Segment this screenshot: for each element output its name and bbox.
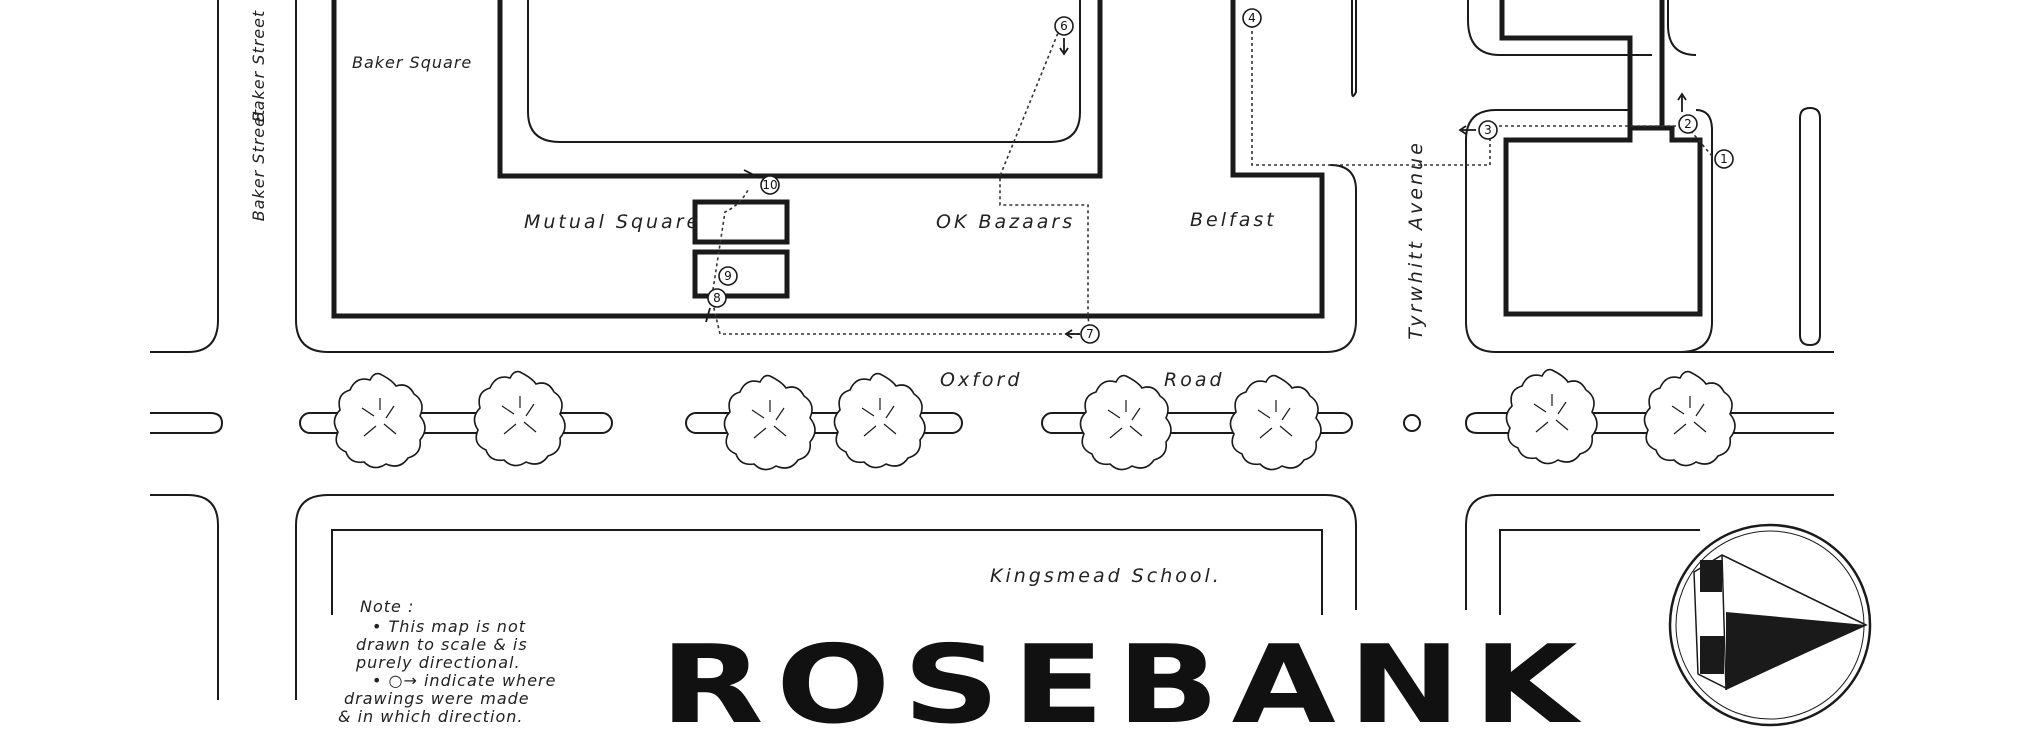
building-main-block	[331, 0, 1325, 319]
tree-canopy-icon	[1643, 370, 1736, 467]
viewpoint-marker-2	[1678, 114, 1698, 134]
tree-canopy-icon	[1229, 374, 1322, 471]
marker-label-3: 3	[1484, 123, 1492, 137]
label-tyrwhitt-avenue: Tyrwhitt Avenue	[1405, 140, 1427, 340]
building-east-lower	[1503, 125, 1703, 317]
oxford-road-trees	[333, 368, 1736, 471]
marker-label-8: 8	[713, 291, 721, 305]
building-mutual-square-1	[692, 199, 790, 245]
note-line-4: • ○→ indicate where	[372, 671, 556, 690]
viewpoint-marker-1	[1714, 149, 1734, 169]
tree-canopy-icon	[1079, 374, 1172, 471]
viewpoint-marker-10	[760, 175, 780, 195]
north-arrow-compass-icon	[1668, 523, 1872, 727]
viewpoint-marker-7	[1080, 324, 1100, 344]
tree-canopy-icon	[833, 372, 926, 469]
map-note: Note : • This map is not drawn to scale …	[338, 597, 556, 726]
tree-canopy-icon	[333, 372, 426, 469]
marker-label-2: 2	[1684, 117, 1692, 131]
tree-canopy-icon	[723, 374, 816, 471]
note-line-2: drawn to scale & is	[356, 635, 528, 654]
tree-canopy-icon	[1505, 368, 1598, 465]
viewpoint-marker-3	[1478, 120, 1498, 140]
label-oxford: Oxford	[940, 369, 1022, 391]
label-baker-street: Baker Street	[249, 10, 268, 123]
courtyard-outline	[527, 0, 1081, 143]
note-line-1: • This map is not	[372, 617, 526, 636]
viewpoint-marker-numbers: 1 2 3 4 6 7 8 9 10	[713, 11, 1728, 341]
viewpoint-marker-9	[718, 266, 738, 286]
label-road: Road	[1164, 369, 1225, 391]
building-mutual-square-2	[692, 249, 790, 299]
note-line-3: purely directional.	[355, 653, 521, 672]
direction-arrows	[705, 38, 1687, 339]
viewpoint-marker-4	[1242, 8, 1262, 28]
oxford-road-medians	[150, 412, 1834, 434]
label-kingsmead-school: Kingsmead School.	[990, 565, 1222, 587]
buildings	[331, 0, 1703, 319]
note-line-5: drawings were made	[344, 689, 530, 708]
label-baker-street-lower: Baker Street	[249, 109, 268, 222]
tree-canopy-icon	[473, 370, 566, 467]
note-line-6: & in which direction.	[338, 707, 523, 726]
marker-label-6: 6	[1060, 19, 1068, 33]
walking-route	[711, 18, 1713, 335]
marker-label-7: 7	[1086, 327, 1094, 341]
marker-label-1: 1	[1720, 152, 1728, 166]
viewpoint-marker-6	[1054, 16, 1074, 36]
label-ok-bazaars: OK Bazaars	[936, 211, 1075, 233]
label-belfast: Belfast	[1190, 209, 1277, 231]
building-east-upper	[1499, 0, 1665, 131]
marker-label-4: 4	[1248, 11, 1256, 25]
note-heading: Note :	[360, 597, 414, 616]
marker-label-9: 9	[724, 269, 732, 283]
label-baker-square: Baker Square	[352, 53, 472, 72]
marker-label-10: 10	[762, 178, 777, 192]
label-mutual-square: Mutual Square	[524, 211, 701, 233]
viewpoint-marker-8	[707, 288, 727, 308]
viewpoint-markers	[707, 8, 1734, 344]
road-kerbs	[150, 0, 1834, 700]
building-inner-block	[497, 0, 1103, 179]
map-title: ROSEBANK	[660, 623, 1590, 748]
